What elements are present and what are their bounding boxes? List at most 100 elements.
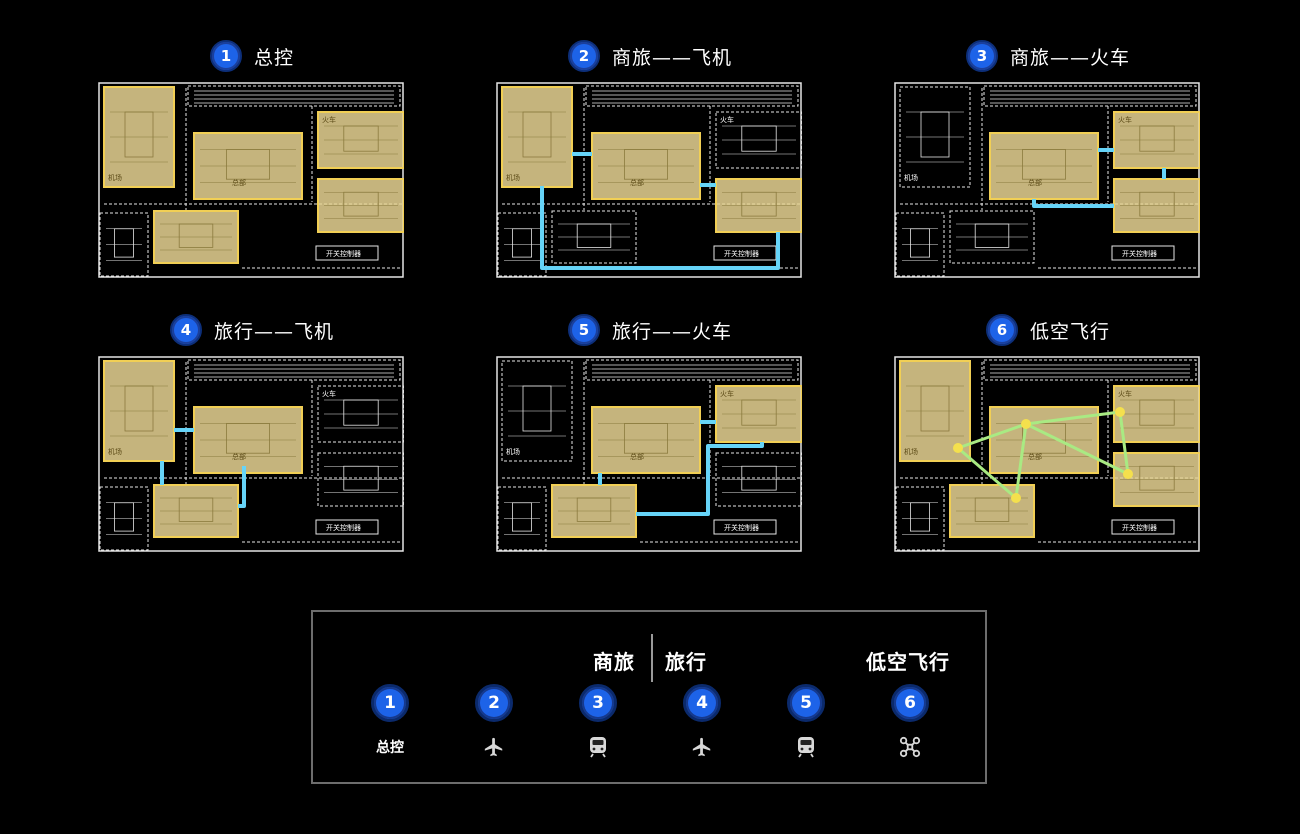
- zone-garden: [949, 484, 1035, 538]
- route-line: [1032, 199, 1114, 208]
- map-label-hq: 总部: [630, 452, 644, 461]
- top-road: [983, 359, 1197, 381]
- zone-airport: [899, 360, 971, 462]
- legend-category-travel: 旅行: [665, 650, 707, 674]
- zone-building: [909, 228, 931, 258]
- zone-garden: [949, 210, 1035, 264]
- panel-2[interactable]: 2 商旅——飞机 机场火车总部开关控制器: [496, 40, 804, 284]
- map-view[interactable]: 机场火车总部开关控制器: [894, 356, 1200, 552]
- zone-hq: [193, 132, 303, 200]
- zone-building: [1139, 125, 1175, 152]
- zone-building: [1139, 399, 1175, 426]
- step-badge: 5: [567, 314, 600, 346]
- zone-train: [1113, 385, 1200, 443]
- route-line: [238, 466, 246, 508]
- map-label-train: 火车: [322, 389, 336, 398]
- zone-building: [343, 125, 379, 152]
- map-view[interactable]: 机场火车总部开关控制器: [98, 356, 404, 552]
- zone-building: [623, 423, 668, 454]
- map-frame: [496, 356, 802, 552]
- panel-label: 旅行——火车: [611, 320, 732, 343]
- panel-title: 4 旅行——飞机: [98, 314, 406, 346]
- legend-item-3[interactable]: 3: [568, 684, 628, 758]
- panel-title: 3 商旅——火车: [894, 40, 1202, 72]
- zone-building: [576, 223, 612, 248]
- panel-4[interactable]: 4 旅行——飞机 机场火车总部开关控制器: [98, 314, 406, 558]
- map-label-switch-room: 开关控制器: [724, 249, 759, 258]
- zone-garden: [551, 484, 637, 538]
- zone-train: [1113, 111, 1200, 169]
- panel-label: 低空飞行: [1029, 320, 1110, 343]
- map-label-train: 火车: [720, 115, 734, 124]
- zone-building: [909, 502, 931, 532]
- zone-museum: [1113, 178, 1200, 233]
- zone-building: [178, 223, 214, 248]
- train-icon: [590, 737, 606, 758]
- zone-museum: [715, 178, 802, 233]
- map-label-airport: 机场: [108, 447, 122, 456]
- map-view[interactable]: 机场火车总部开关控制器: [894, 82, 1200, 278]
- switch-room: [1111, 519, 1175, 535]
- map-label-train: 火车: [720, 389, 734, 398]
- legend-item-label: 总控: [376, 740, 404, 756]
- road: [104, 88, 402, 269]
- map-label-train: 火车: [1118, 389, 1132, 398]
- switch-room: [713, 519, 777, 535]
- map-label-switch-room: 开关控制器: [724, 523, 759, 532]
- drone-waypoint: [1011, 493, 1021, 503]
- step-badge: 2: [567, 40, 600, 72]
- top-road: [983, 85, 1197, 107]
- zone-building: [113, 502, 135, 532]
- top-road: [585, 85, 799, 107]
- step-badge: 3: [965, 40, 998, 72]
- map-view[interactable]: 机场火车总部开关控制器: [98, 82, 404, 278]
- road: [502, 88, 800, 269]
- road: [900, 88, 1198, 269]
- zone-train: [317, 111, 404, 169]
- zone-museum: [715, 452, 802, 507]
- panel-title: 5 旅行——火车: [496, 314, 804, 346]
- road: [900, 362, 1198, 543]
- map-view[interactable]: 机场火车总部开关控制器: [496, 82, 802, 278]
- map-view[interactable]: 机场 火车总部开关控制器: [496, 356, 802, 552]
- step-badge: 6: [891, 684, 929, 722]
- panel-label: 总控: [253, 46, 294, 69]
- panel-5[interactable]: 5 旅行——火车 机场 火车总部开关控制器: [496, 314, 804, 558]
- zone-building: [343, 191, 379, 217]
- map-frame: [98, 356, 404, 552]
- legend-item-4[interactable]: 4: [672, 684, 732, 758]
- map-label-switch-room: 开关控制器: [326, 249, 361, 258]
- top-road: [187, 85, 401, 107]
- zone-building: [343, 465, 379, 491]
- zone-airport: [501, 86, 573, 188]
- map-label-airport: 机场: [506, 447, 520, 456]
- zone-building: [225, 149, 270, 180]
- panel-6[interactable]: 6 低空飞行 机场火车总部开关控制器: [894, 314, 1202, 558]
- zone-south: [895, 486, 945, 551]
- legend-item-2[interactable]: 2: [464, 684, 524, 758]
- zone-building: [511, 228, 533, 258]
- panel-3[interactable]: 3 商旅——火车 机场火车总部开关控制器: [894, 40, 1202, 284]
- legend-item-1[interactable]: 1 总控: [360, 684, 420, 758]
- switch-room: [315, 519, 379, 535]
- panel-1[interactable]: 1 总控 机场火车总部开关控制器: [98, 40, 406, 284]
- zone-building: [178, 497, 214, 522]
- zone-museum: [1113, 452, 1200, 507]
- zone-building: [741, 191, 777, 217]
- zone-train: [715, 385, 802, 443]
- zone-building: [225, 423, 270, 454]
- panel-label: 商旅——火车: [1009, 46, 1130, 69]
- legend-item-6[interactable]: 6: [880, 684, 940, 758]
- zone-train: [317, 385, 404, 443]
- zone-building: [576, 497, 612, 522]
- zone-building: [1021, 423, 1066, 454]
- zone-building: [113, 228, 135, 258]
- zone-building: [343, 399, 379, 426]
- step-badge: 2: [475, 684, 513, 722]
- road: [104, 362, 402, 543]
- zone-building: [974, 223, 1010, 248]
- legend-item-5[interactable]: 5: [776, 684, 836, 758]
